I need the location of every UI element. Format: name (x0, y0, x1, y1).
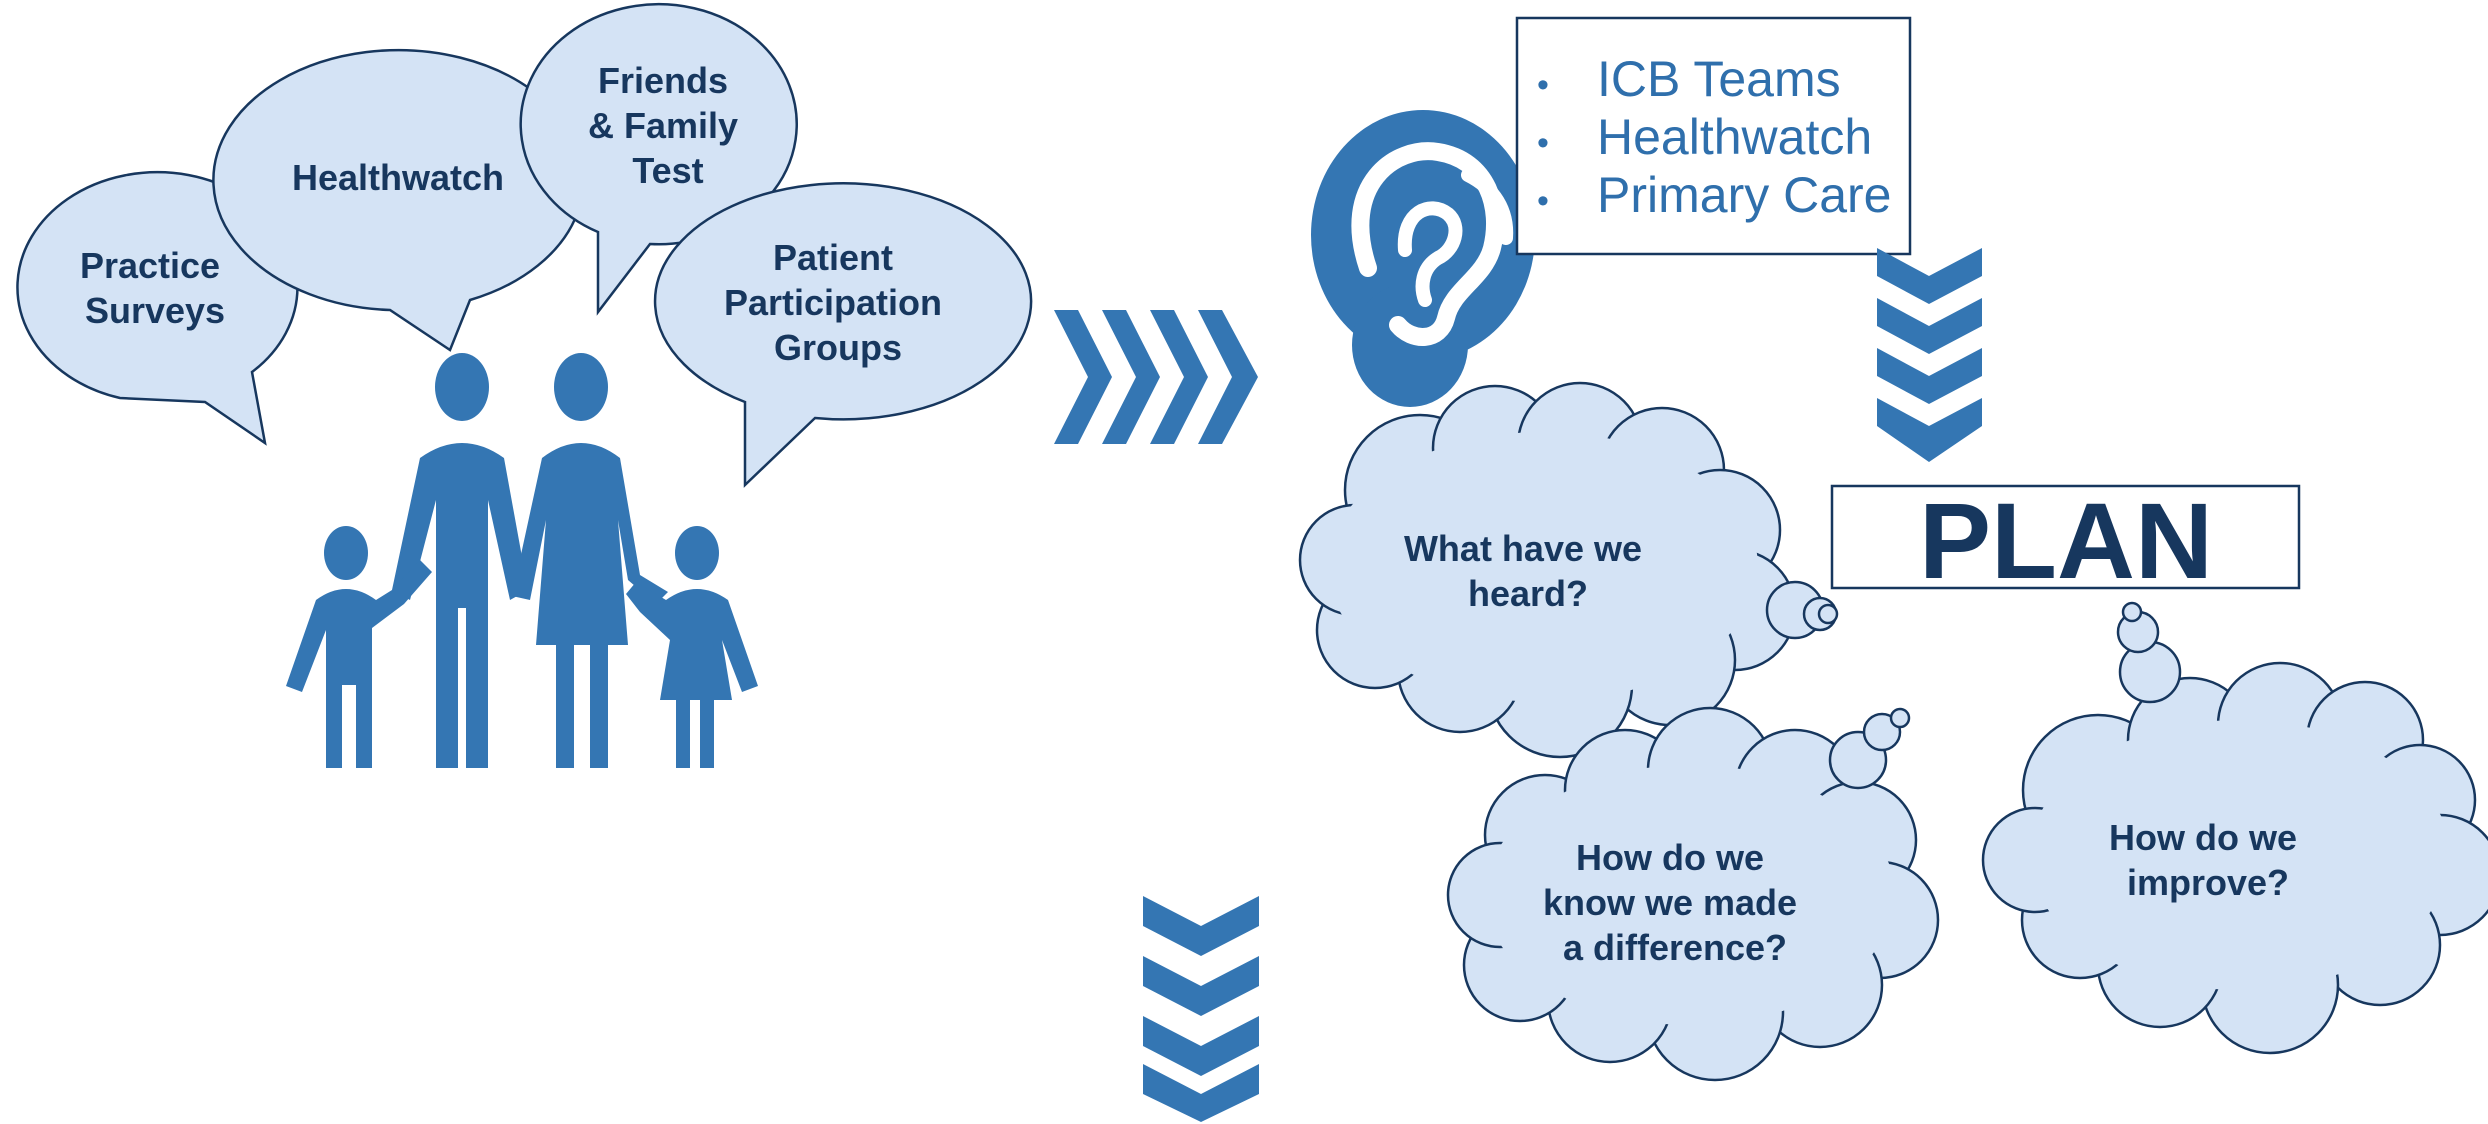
speech-bubble-patient-groups: Patient Participation Groups (653, 182, 1033, 488)
family-icon (286, 353, 758, 768)
speech-bubble-healthwatch: Healthwatch (212, 48, 585, 352)
listening-box: • ICB Teams • Healthwatch • Primary Care (1515, 16, 1912, 256)
thought-cloud-difference (1446, 706, 1940, 1082)
speech-bubble-friends-family: Friends & Family Test (519, 3, 798, 316)
thought-cloud-improve (1981, 601, 2488, 1055)
plan-box: PLAN (1830, 480, 2301, 601)
bubble-text-friends-family: Friends & Family Test (588, 60, 748, 191)
speech-bubble-practice-surveys: Practice Surveys (16, 170, 299, 446)
bubble-text-patient-groups: Patient Participation Groups (724, 237, 952, 368)
listening-list-item: • Primary Care (1537, 167, 1891, 223)
thought-cloud-heard (1298, 381, 1839, 759)
listening-list-item: • Healthwatch (1537, 109, 1872, 165)
chevron-down-icon (1877, 248, 1982, 462)
thought-text-improve: How do we improve? (2109, 817, 2307, 903)
bubble-text-practice-surveys: Practice Surveys (80, 245, 230, 331)
plan-label: PLAN (1919, 480, 2213, 601)
chevron-down-icon (1143, 896, 1259, 1122)
listening-list-item: • ICB Teams (1537, 51, 1841, 107)
bubble-text-healthwatch: Healthwatch (292, 157, 504, 198)
ear-icon (1311, 110, 1535, 407)
thought-text-difference: How do we know we made a difference? (1543, 837, 1807, 968)
thought-text-heard: What have we heard? (1404, 528, 1652, 614)
chevron-right-icon (1054, 310, 1258, 444)
